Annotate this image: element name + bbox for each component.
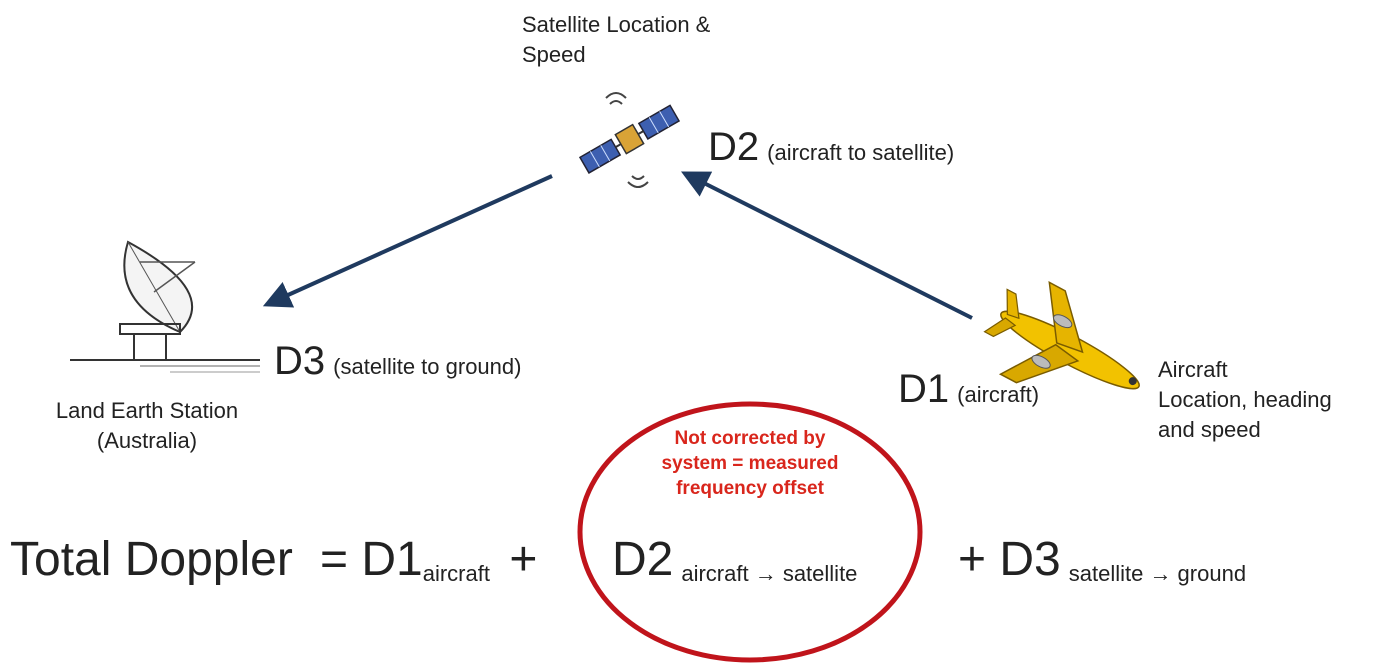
equation-lhs: Total Doppler <box>10 533 293 586</box>
equation-d1-term: = D1aircraft + <box>320 533 538 586</box>
airplane-icon <box>983 281 1140 390</box>
satellite-label: Satellite Location & Speed <box>522 12 711 67</box>
aircraft-label: Aircraft Location, heading and speed <box>1158 357 1332 442</box>
satellite-icon <box>578 92 681 188</box>
arrow-aircraft-to-satellite <box>680 171 973 320</box>
d2-label: D2(aircraft to satellite) <box>708 125 955 169</box>
satellite-dish-icon <box>70 240 260 373</box>
uncorrected-term-circle <box>577 401 923 663</box>
uncorrected-note: Not corrected by system = measured frequ… <box>661 428 839 499</box>
d1-label: D1(aircraft) <box>898 367 1040 411</box>
arrow-satellite-to-ground <box>262 174 553 308</box>
d3-label: D3(satellite to ground) <box>274 339 522 383</box>
station-label: Land Earth Station (Australia) <box>55 398 239 453</box>
